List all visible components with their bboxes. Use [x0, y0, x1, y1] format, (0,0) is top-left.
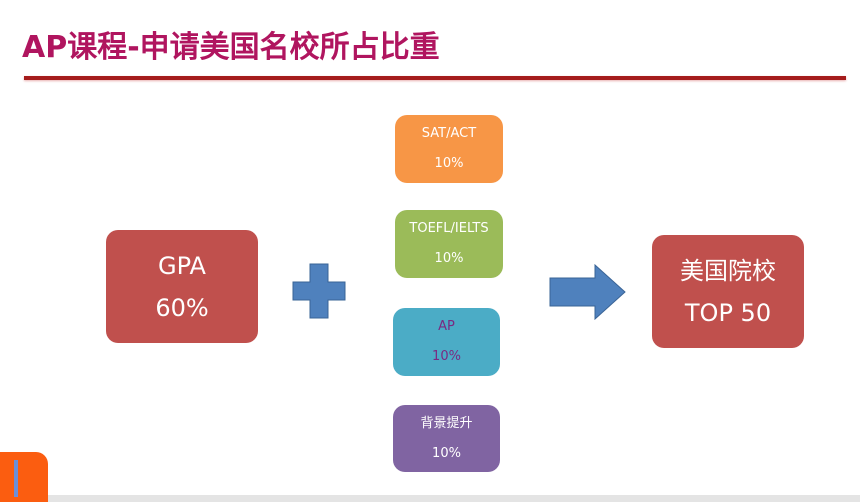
ap-value: 10%	[432, 349, 461, 364]
slide-title: AP课程-申请美国名校所占比重	[22, 30, 440, 65]
corner-bar-icon	[14, 460, 18, 497]
background-value: 10%	[432, 445, 461, 461]
result-box: 美国院校 TOP 50	[652, 235, 804, 348]
toefl-ielts-value: 10%	[434, 251, 464, 266]
plus-icon	[292, 263, 346, 319]
gpa-label: GPA	[158, 251, 206, 280]
result-line1: 美国院校	[680, 256, 776, 285]
corner-widget[interactable]	[0, 452, 48, 502]
toefl-ielts-box: TOEFL/IELTS 10%	[395, 210, 503, 278]
arrow-right-icon	[549, 264, 626, 320]
toefl-ielts-label: TOEFL/IELTS	[409, 221, 489, 236]
result-line2: TOP 50	[684, 298, 772, 327]
sat-act-box: SAT/ACT 10%	[395, 115, 503, 183]
sat-act-value: 10%	[434, 156, 464, 171]
title-divider	[24, 76, 846, 80]
background-box: 背景提升 10%	[393, 405, 500, 472]
background-label: 背景提升	[420, 415, 473, 431]
ap-box: AP 10%	[393, 308, 500, 376]
sat-act-label: SAT/ACT	[421, 126, 477, 141]
ap-label: AP	[438, 319, 455, 334]
gpa-value: 60%	[155, 293, 209, 322]
gpa-box: GPA 60%	[106, 230, 258, 343]
bottom-bar	[0, 495, 860, 502]
